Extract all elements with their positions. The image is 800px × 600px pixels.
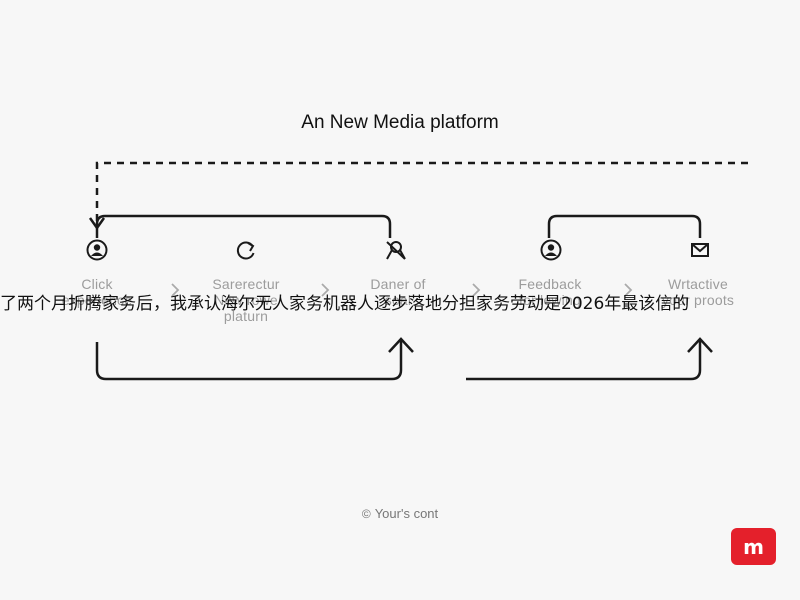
user-circle-icon bbox=[540, 239, 562, 261]
connector-chevron-2 bbox=[321, 283, 330, 297]
user-circle-icon bbox=[86, 239, 108, 261]
top-bracket-right bbox=[547, 214, 702, 238]
footer-text: Your's cont bbox=[374, 506, 439, 521]
connector-chevron-4 bbox=[624, 283, 633, 297]
refresh-icon bbox=[236, 241, 255, 260]
node-label-1: Click experience bbox=[37, 276, 157, 308]
bottom-return-arrow-left bbox=[95, 341, 403, 381]
top-bracket-left bbox=[95, 214, 392, 238]
envelope-icon bbox=[691, 243, 709, 257]
node-label-line: for lewing bbox=[519, 292, 581, 308]
brand-logo-badge[interactable]: m bbox=[731, 528, 776, 565]
bottom-arrowhead-left bbox=[388, 337, 414, 353]
node-label-line: Daner of bbox=[370, 276, 426, 292]
logo-letter: m bbox=[743, 534, 764, 559]
footer-note: ©Your's cont bbox=[0, 506, 800, 521]
copyright-icon: © bbox=[361, 507, 371, 521]
overlay-caption-text: 了两个月折腾家务后，我承认海尔无人家务机器人逐步落地分担家务劳动是2026年最该… bbox=[0, 294, 690, 314]
node-label-line: your proots bbox=[661, 292, 735, 308]
node-label-line: New rowe bbox=[214, 292, 278, 308]
node-label-line: experience bbox=[61, 292, 133, 308]
node-label-line: Feedback bbox=[518, 276, 582, 292]
bottom-return-arrow-right bbox=[466, 341, 702, 381]
node-label-line: Sarerectur bbox=[212, 276, 280, 292]
node-label-5: Wrtactive your proots bbox=[638, 276, 758, 308]
bottom-arrowhead-right bbox=[687, 337, 713, 353]
connector-chevron-3 bbox=[472, 283, 481, 297]
node-label-2: Sarerectur New rowe platurn bbox=[186, 276, 306, 324]
node-label-line: Wrtactive bbox=[668, 276, 728, 292]
ribbon-icon bbox=[386, 241, 406, 260]
dashed-feedback-line bbox=[95, 161, 748, 225]
node-label-line: soal bbox=[384, 292, 412, 308]
node-label-line: Click bbox=[81, 276, 113, 292]
node-label-4: Feedback for lewing bbox=[490, 276, 610, 308]
node-label-3: Daner of soal bbox=[338, 276, 458, 308]
connector-chevron-1 bbox=[171, 283, 180, 297]
node-label-line: platurn bbox=[223, 308, 269, 324]
diagram-title: An New Media platform bbox=[301, 112, 499, 133]
